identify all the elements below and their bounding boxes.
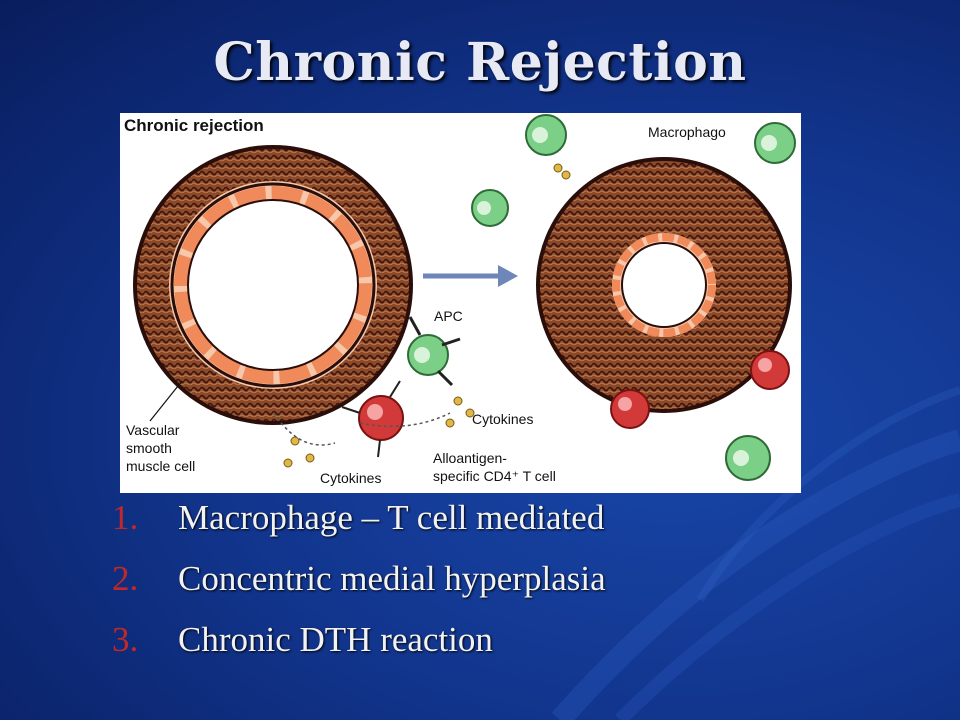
macrophage-cell bbox=[471, 189, 509, 227]
apc-cell bbox=[407, 316, 461, 387]
list-text: Concentric medial hyperplasia bbox=[178, 559, 606, 598]
list-text: Chronic DTH reaction bbox=[178, 620, 493, 659]
t-cell bbox=[750, 350, 790, 390]
t-cell bbox=[610, 389, 650, 429]
vascular-label-line1: Vascular bbox=[126, 422, 180, 438]
normal-vessel bbox=[133, 145, 413, 425]
progression-arrow bbox=[423, 265, 518, 287]
vascular-label-line3: muscle cell bbox=[126, 458, 195, 474]
t-cell bbox=[341, 380, 404, 458]
macrophage-cell bbox=[754, 122, 796, 164]
cytokine-pathways bbox=[273, 412, 451, 446]
figure-heading: Chronic rejection bbox=[124, 116, 264, 135]
chronic-rejection-figure: Chronic rejection bbox=[120, 113, 801, 493]
list-number: 3. bbox=[112, 620, 139, 659]
list-item: 3. Chronic DTH reaction bbox=[112, 620, 606, 681]
thickened-vessel bbox=[536, 157, 792, 413]
slide-title: Chronic Rejection bbox=[213, 32, 747, 93]
vascular-label-line2: smooth bbox=[126, 440, 172, 456]
list-item: 1. Macrophage – T cell mediated bbox=[112, 498, 606, 559]
cytokine-dots bbox=[283, 163, 571, 468]
list-text: Macrophage – T cell mediated bbox=[178, 498, 605, 537]
cytokines-label-bottom: Cytokines bbox=[320, 470, 381, 486]
bullet-list: 1. Macrophage – T cell mediated 2. Conce… bbox=[112, 498, 606, 681]
apc-label: APC bbox=[434, 308, 463, 324]
vascular-leader-line bbox=[149, 380, 183, 422]
list-number: 1. bbox=[112, 498, 139, 537]
macrophage-cell bbox=[725, 435, 771, 481]
cytokines-label-right: Cytokines bbox=[472, 411, 533, 427]
list-item: 2. Concentric medial hyperplasia bbox=[112, 559, 606, 620]
macrophage-label: Macrophago bbox=[648, 124, 726, 140]
macrophage-cell bbox=[525, 114, 567, 156]
list-number: 2. bbox=[112, 559, 139, 598]
tcell-label-line1: Alloantigen- bbox=[433, 450, 507, 466]
tcell-label-line2: specific CD4⁺ T cell bbox=[433, 468, 556, 484]
figure-svg: Chronic rejection bbox=[124, 114, 796, 486]
